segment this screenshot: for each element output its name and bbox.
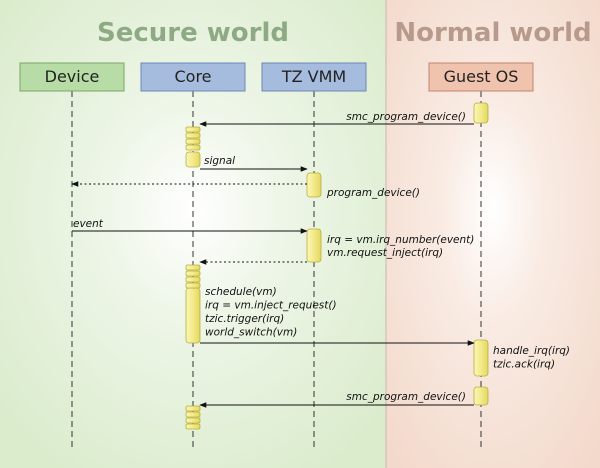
note-line: irq = vm.inject_request() (205, 300, 337, 312)
activation-guestos (473, 339, 489, 377)
participant-box (19, 62, 125, 92)
note-line: tzic.trigger(irq) (205, 313, 284, 325)
message-m4: event (72, 218, 308, 234)
activation-core-tick (185, 411, 201, 418)
message-label: smc_program_device() (346, 391, 466, 403)
activation-core-tick (185, 132, 201, 139)
note-line: tzic.ack(irq) (493, 359, 555, 371)
note-line: handle_irq(irq) (493, 345, 570, 357)
activation-core (185, 287, 201, 344)
participant-label: Core (174, 67, 211, 86)
note-line: world_switch(vm) (205, 327, 297, 339)
normal-world-title: Normal world (394, 18, 591, 48)
note-core-schedule: schedule(vm) irq = vm.inject_request()tzi… (205, 286, 337, 339)
activation-core-tick (185, 417, 201, 424)
activation-guestos (473, 102, 489, 124)
activation-core-tick (185, 126, 201, 133)
participant-guestos: Guest OS (428, 62, 534, 92)
messages: smc_program_device()signalprogram_device… (71, 111, 475, 408)
message-label: program_device() (326, 187, 420, 199)
participant-label: Guest OS (444, 67, 519, 86)
participant-core: Core (140, 62, 246, 92)
activation-core (185, 151, 201, 168)
message-label: signal (204, 155, 235, 167)
activation-core-tick (185, 405, 201, 412)
activation-core-tick (185, 138, 201, 145)
activation-tzvmm (306, 172, 322, 198)
message-m3: program_device() (71, 181, 420, 199)
activation-core-tick (185, 264, 201, 271)
secure-world-title: Secure world (97, 18, 289, 48)
activation-bars (185, 102, 489, 430)
message-label: smc_program_device() (346, 111, 466, 123)
participant-device: Device (19, 62, 125, 92)
note-tzvmm-irq: irq = vm.irq_number(event)vm.request_inj… (327, 234, 474, 259)
participant-box (261, 62, 367, 92)
activation-core-tick (185, 282, 201, 289)
participant-box (428, 62, 534, 92)
activation-core-tick (185, 144, 201, 151)
participant-label: Device (45, 67, 100, 86)
participant-tzvmm: TZ VMM (261, 62, 367, 92)
participant-box (140, 62, 246, 92)
message-label: event (73, 218, 104, 230)
participant-label: TZ VMM (281, 67, 346, 86)
notes: irq = vm.irq_number(event)vm.request_inj… (205, 234, 570, 371)
activation-core-tick (185, 276, 201, 283)
message-m7: smc_program_device() (199, 391, 474, 408)
activation-core-tick (185, 270, 201, 277)
note-line: irq = vm.irq_number(event) (327, 234, 474, 246)
note-line: vm.request_inject(irq) (327, 247, 443, 259)
activation-guestos (473, 386, 489, 406)
activation-core-tick (185, 423, 201, 430)
message-m2: signal (200, 155, 308, 172)
activation-tzvmm (306, 228, 322, 263)
participant-headers: Device Core TZ VMM Guest OS (19, 62, 534, 92)
message-m1: smc_program_device() (199, 111, 474, 127)
note-line: schedule(vm) (205, 286, 277, 298)
note-guest-handle: handle_irq(irq) tzic.ack(irq) (493, 345, 570, 371)
